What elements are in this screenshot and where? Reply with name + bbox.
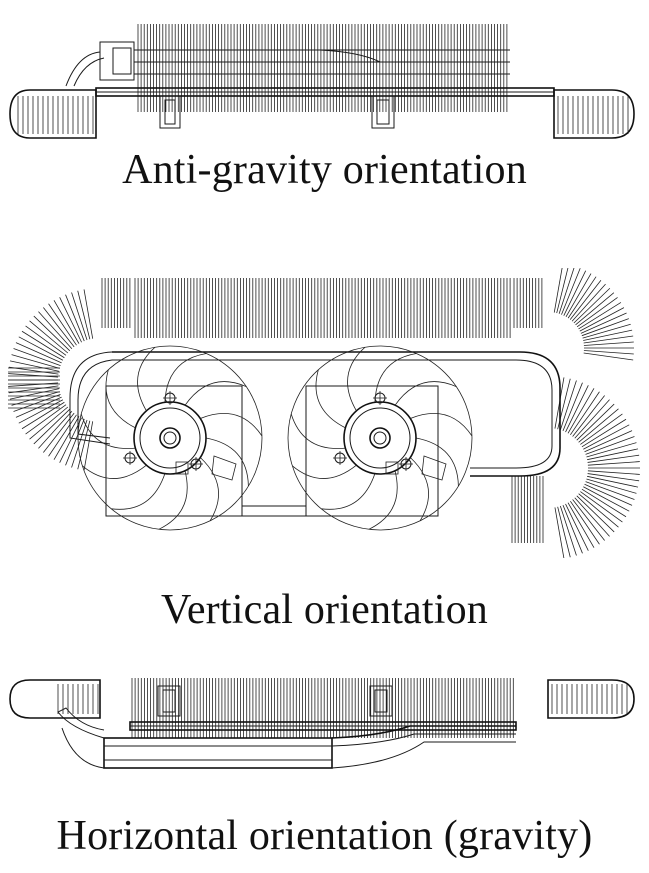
- vertical-caption: Vertical orientation: [160, 587, 489, 633]
- anti-gravity-diagram: [0, 0, 649, 140]
- left-fan-blades: [9, 679, 101, 719]
- right-fan: [287, 345, 473, 531]
- heatsink-fins: [137, 24, 508, 112]
- horizontal-diagram: [0, 672, 649, 782]
- heat-pipe: [69, 351, 561, 477]
- left-fan-blades: [9, 89, 97, 139]
- left-radial-fins: [8, 289, 94, 471]
- heatsink-fins: [101, 278, 544, 543]
- mounting-brackets: [159, 95, 395, 129]
- vertical-diagram: [0, 268, 649, 558]
- anti-gravity-caption: Anti-gravity orientation: [122, 147, 527, 193]
- horizontal-caption: Horizontal orientation (gravity): [56, 813, 593, 859]
- right-fan-blades: [547, 679, 635, 719]
- left-fan: [77, 345, 263, 531]
- anti-gravity-drawing: [9, 24, 635, 139]
- heatsink-fins: [131, 678, 514, 738]
- horizontal-drawing: [9, 678, 635, 769]
- right-fan-blades: [553, 89, 635, 139]
- right-radial-fins: [553, 268, 640, 558]
- vertical-drawing: [8, 268, 640, 558]
- heatsink-base: [65, 41, 555, 97]
- heat-pipe: [57, 707, 516, 769]
- fan-housing: [105, 385, 439, 517]
